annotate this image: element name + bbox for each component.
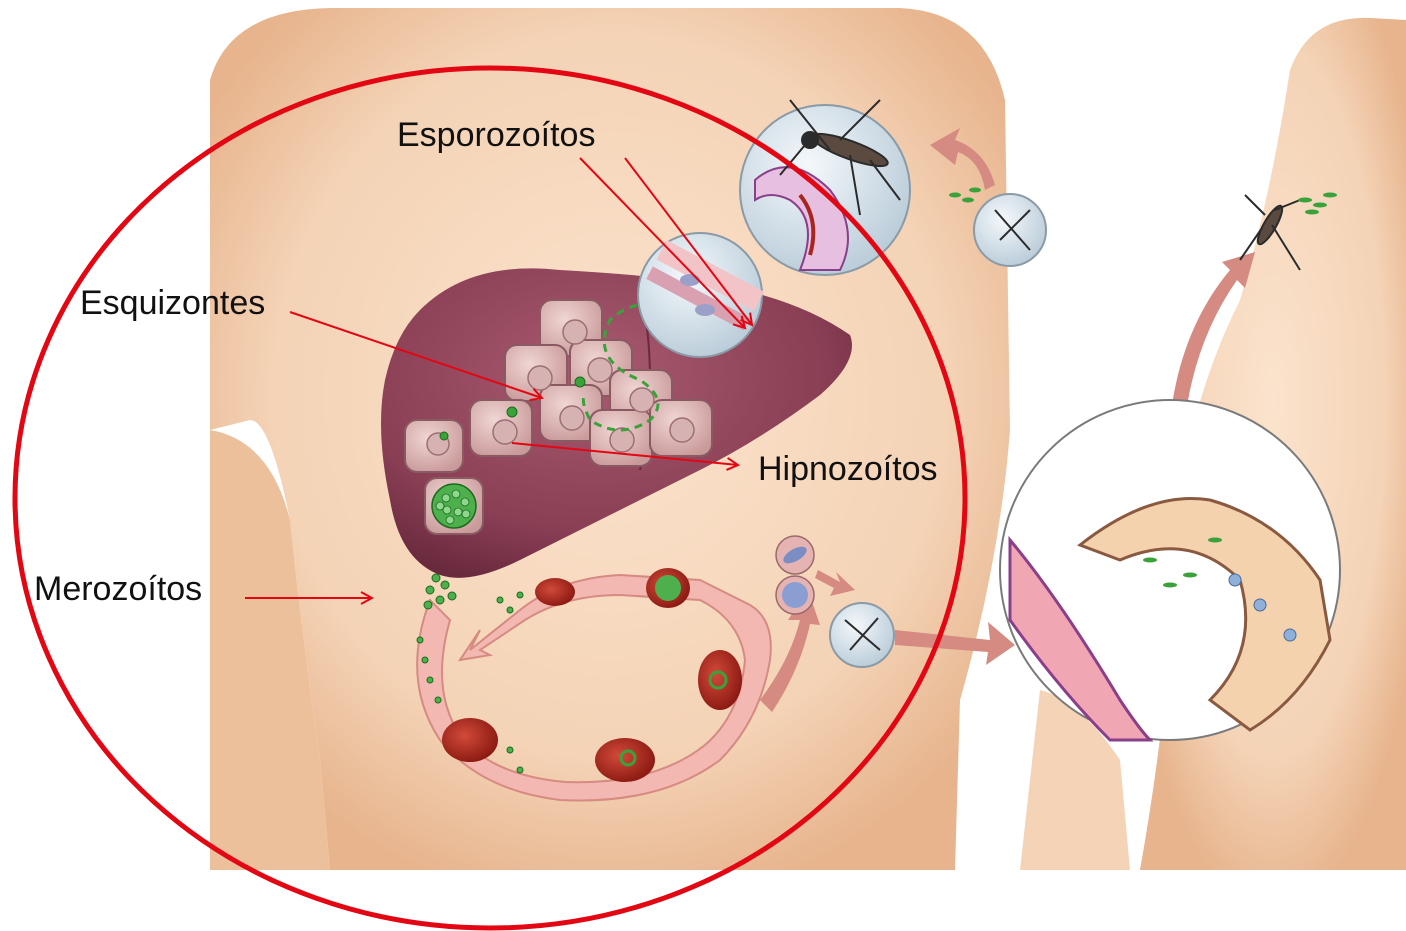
label-merozoites: Merozoítos xyxy=(34,570,202,608)
mosquito-midgut-bubble xyxy=(1000,400,1340,740)
feeding-mosquito-bubble xyxy=(830,603,894,667)
label-sporozoites: Esporozoítos xyxy=(397,116,595,154)
mature-schizont xyxy=(432,484,476,528)
blood-vessel-bubble xyxy=(638,233,764,357)
label-hypnozoites: Hipnozoítos xyxy=(758,450,938,488)
label-schizonts: Esquizontes xyxy=(80,284,265,322)
